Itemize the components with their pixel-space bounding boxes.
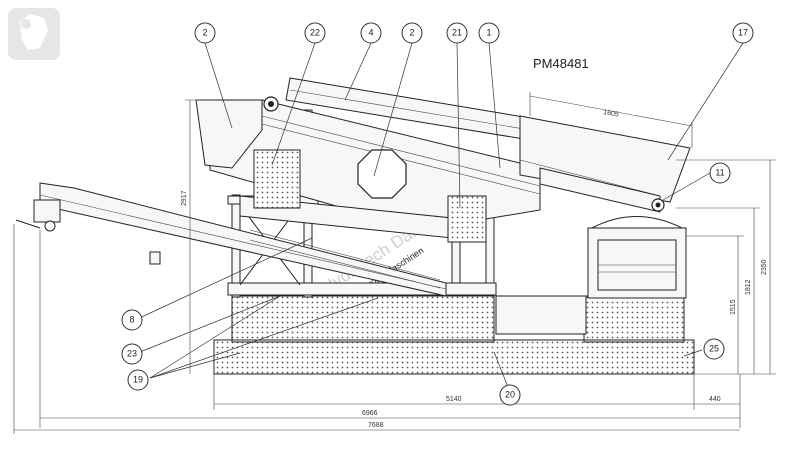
svg-text:17: 17 [738, 27, 748, 37]
callout-1: 1 [478, 22, 500, 44]
svg-text:22: 22 [310, 27, 320, 37]
machine-outline [15, 77, 695, 375]
callout-8: 8 [121, 309, 143, 331]
dim-length-tracks: 5140 [446, 396, 462, 403]
motor-box-22 [253, 149, 301, 209]
callout-21: 21 [446, 22, 468, 44]
svg-text:23: 23 [127, 348, 137, 358]
dim-length-total: 7688 [368, 422, 384, 429]
right-chassis-mesh [583, 295, 685, 343]
callout-22: 22 [304, 22, 326, 44]
svg-text:25: 25 [709, 343, 719, 353]
svg-text:20: 20 [505, 389, 515, 399]
track-chassis [213, 339, 695, 375]
callout-2-right: 2 [401, 22, 423, 44]
middle-frame [495, 295, 587, 335]
chassis-frame-mesh [231, 295, 495, 343]
drawing-code: PM48481 [533, 56, 589, 71]
dim-height-left: 2917 [181, 190, 188, 206]
dimension-lines: 2917 1605 2350 1812 1515 5140 440 6966 7… [13, 92, 776, 434]
callout-leaders [134, 42, 744, 393]
dim-height-right-outer: 2350 [761, 259, 768, 275]
callout-20: 20 [499, 384, 521, 406]
callout-19: 19 [127, 369, 149, 391]
dim-length-mid: 6966 [362, 410, 378, 417]
callout-2-left: 2 [194, 22, 216, 44]
svg-text:1: 1 [486, 27, 491, 37]
svg-text:2: 2 [409, 27, 414, 37]
callout-11: 11 [709, 162, 731, 184]
dim-height-right-mid: 1812 [745, 279, 752, 295]
callout-17: 17 [732, 22, 754, 44]
svg-text:8: 8 [129, 314, 134, 324]
svg-text:2: 2 [202, 27, 207, 37]
svg-text:21: 21 [452, 27, 462, 37]
callouts: 2 22 4 2 21 1 17 11 [121, 22, 754, 406]
motor-box-21 [447, 195, 487, 243]
vibrator-octagon [357, 149, 407, 199]
svg-text:19: 19 [133, 374, 143, 384]
callout-23: 23 [121, 343, 143, 365]
dim-length-right-end: 440 [709, 396, 721, 403]
dim-height-right-inner: 1515 [730, 299, 737, 315]
svg-text:4: 4 [368, 27, 373, 37]
dim-top-width: 1605 [603, 109, 620, 119]
callout-4: 4 [360, 22, 382, 44]
svg-text:11: 11 [715, 167, 724, 177]
company-logo-icon [8, 8, 60, 60]
callout-25: 25 [703, 338, 725, 360]
